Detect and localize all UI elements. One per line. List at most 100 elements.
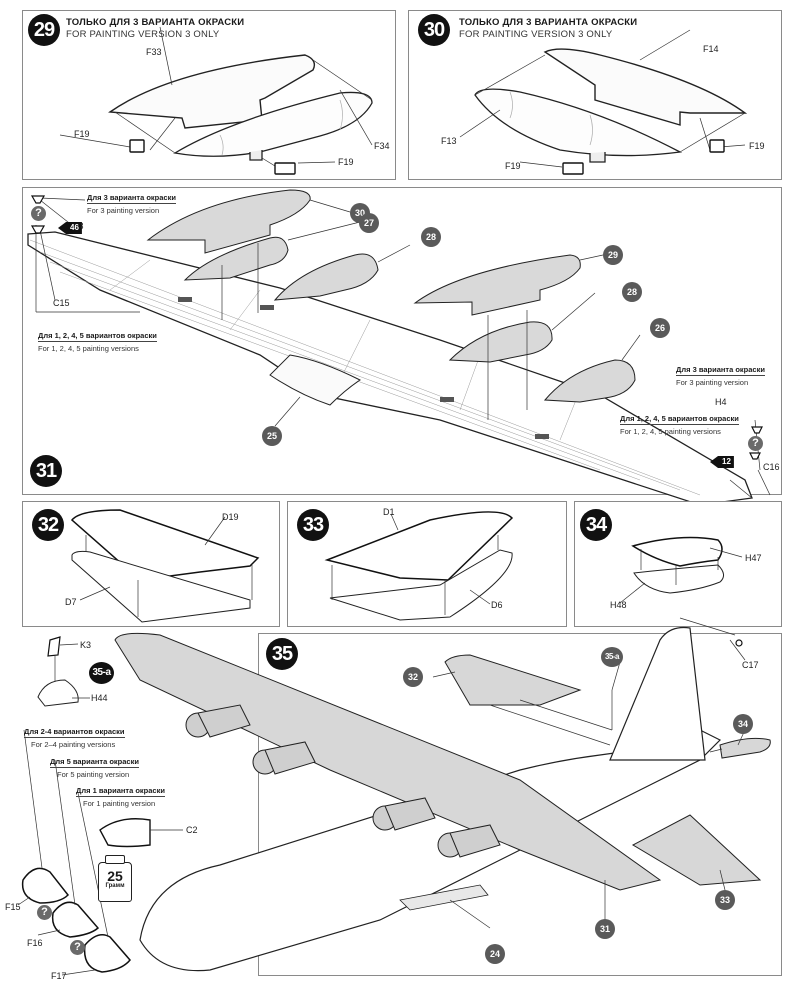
step-ref-35a: 35-а [89,662,114,684]
pod-body-f34 [173,91,373,161]
help-icon: ? [748,436,763,451]
part-h3-shape [30,195,46,204]
step-29-title-en: FOR PAINTING VERSION 3 ONLY [66,29,220,40]
step-ref-29: 29 [603,245,623,265]
note-31-en-v3-left: For 3 painting version [87,206,160,215]
part-c16-shape [749,452,761,460]
nacelle-27 [183,236,289,281]
part-label-d19: D19 [222,512,239,522]
decal-ref-12: 12 [710,456,734,468]
windshield-f15 [21,867,70,904]
part-k3-shape [47,636,61,657]
step-ref-26: 26 [650,318,670,338]
weight-value: 25 [107,868,123,884]
weight-unit: Грамм [105,883,125,889]
clip-f19-b [562,139,725,175]
part-label-f34: F34 [374,141,390,151]
part-label-f19: F19 [74,129,90,139]
pod-cover-f33 [108,54,316,129]
part-label-f14: F14 [703,44,719,54]
fairing-25 [269,354,361,406]
windshield-f16 [51,901,100,938]
part-label-f17: F17 [51,971,67,981]
part-label-f15: F15 [5,902,21,912]
decal-ref-46: 46 [58,222,82,234]
weight-icon: 25 Грамм [98,855,132,902]
tank-30 [146,189,311,254]
note-31-ru-v3-right: Для 3 варианта окраски [676,365,765,376]
tank-29 [413,254,581,316]
part-label-f19: F19 [505,161,521,171]
part-label-d7: D7 [65,597,77,607]
step-ref-31: 31 [595,919,615,939]
part-label-f19: F19 [749,141,765,151]
part-label-h48: H48 [610,600,627,610]
step-ref-35a: 35-а [601,647,623,667]
part-label-h44: H44 [91,693,108,703]
note-35-ru-v2-4: Для 2-4 вариантов окраски [24,727,125,738]
part-label-k3: K3 [80,640,92,650]
part-label-h47: H47 [745,553,762,563]
step-ref-28: 28 [421,227,441,247]
help-icon: ? [31,206,46,221]
note-35-en-v5: For 5 painting version [57,770,130,779]
nacelle-28a [273,253,379,301]
part-label-f19: F19 [338,157,354,167]
note-35-en-v1: For 1 painting version [83,799,156,808]
step-30-title-en: FOR PAINTING VERSION 3 ONLY [459,29,613,40]
step-ref-27: 27 [359,213,379,233]
note-35-ru-v1: Для 1 варианта окраски [76,786,165,797]
windshield-f17 [83,934,131,973]
step-31-badge: 31 [30,455,62,487]
step-29-badge: 29 [28,14,60,46]
step-30-title-ru: ТОЛЬКО ДЛЯ 3 ВАРИАНТА ОКРАСКИ [459,17,638,28]
step-34-badge: 34 [580,509,612,541]
note-31-en-v3-right: For 3 painting version [676,378,749,387]
nacelle-28b [448,321,553,363]
part-label-d6: D6 [491,600,503,610]
step-ref-33: 33 [715,890,735,910]
part-label-c16: C16 [763,462,780,472]
tail-cap-34 [719,737,771,759]
help-icon: ? [70,940,85,955]
flap-d6 [329,549,513,621]
note-31-ru-v3-left: Для 3 варианта окраски [87,193,176,204]
part-c17-shape [735,639,743,647]
part-label-h4: H4 [715,397,727,407]
flap-d19 [70,509,260,581]
part-h44-shape [37,679,79,707]
fairing-h48 [633,564,724,594]
part-h4-shape [751,426,763,434]
step-35-badge: 35 [266,638,298,670]
vertical-tail [609,626,706,761]
note-35-ru-v5: Для 5 варианта окраски [50,757,139,768]
part-label-f13: F13 [441,136,457,146]
clip-f19-a [129,139,296,175]
pod-cover-f14 [543,48,748,126]
part-label-c15: C15 [53,298,70,308]
stabilizer-32 [444,654,582,706]
step-32-badge: 32 [32,509,64,541]
nacelle-26 [543,359,636,403]
note-35-en-v2-4: For 2–4 painting versions [31,740,116,749]
sponson-24 [399,884,489,911]
flap-d7 [71,550,251,623]
step-ref-25: 25 [262,426,282,446]
part-label-d1: D1 [383,507,395,517]
step-ref-34: 34 [733,714,753,734]
part-label-c17: C17 [742,660,759,670]
stabilizer-33 [631,814,762,886]
fuselage [139,729,722,972]
part-label-c2: C2 [186,825,198,835]
part-label-f33: F33 [146,47,162,57]
step-30-badge: 30 [418,14,450,46]
cockpit-c2 [99,818,151,848]
part-c15-shape [30,225,46,234]
